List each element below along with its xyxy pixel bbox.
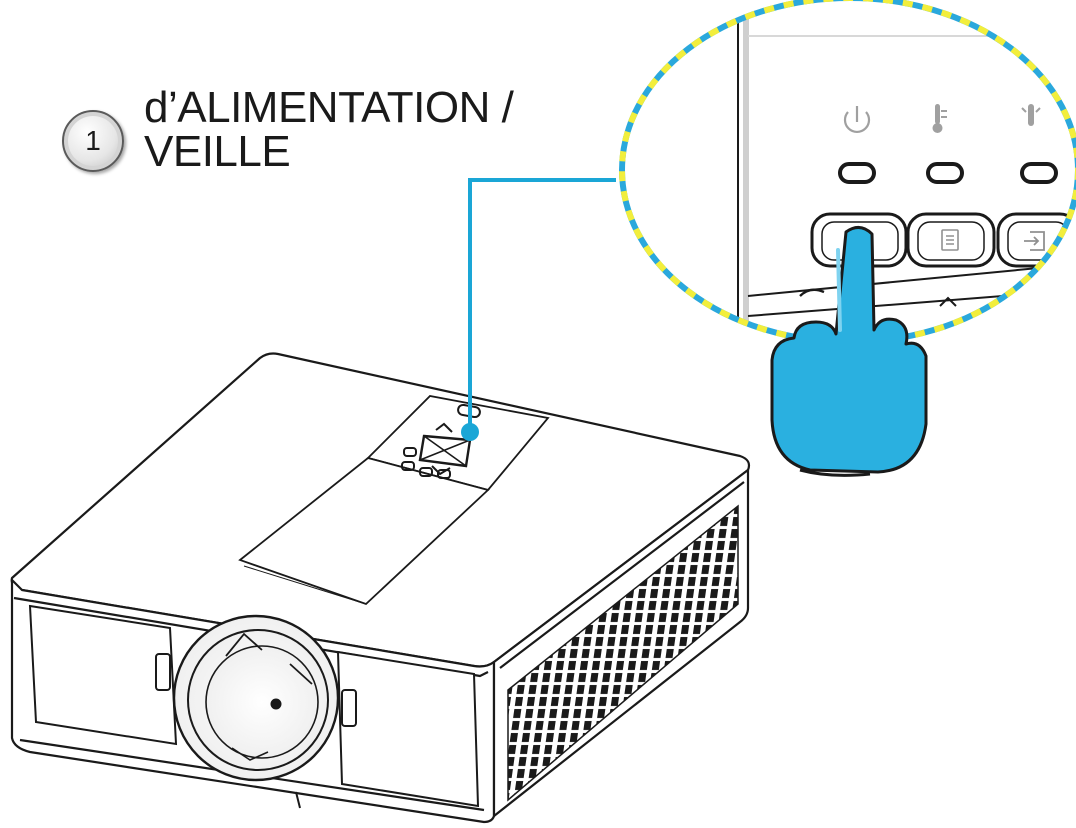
thermometer-icon [932,104,947,133]
front-left-panel [28,604,178,746]
source-icon [1024,231,1045,251]
callout-label: d’ALIMENTATION / VEILLE [144,83,514,176]
power-icon [843,106,871,134]
menu-icon [941,229,959,251]
lens-assembly [172,614,340,809]
lamp-icon [1021,104,1041,126]
vent-grille [507,504,739,802]
leader-anchor-dot [461,423,479,441]
top-keypad [401,403,481,479]
led-indicators [838,162,1058,184]
callout-number-badge: 1 [62,110,124,172]
leader-line [468,178,616,432]
front-right-panel [336,650,480,808]
callout-label-line2: VEILLE [144,127,291,176]
pointing-hand-icon [770,226,928,477]
callout-label-line1: d’ALIMENTATION / [144,83,514,132]
